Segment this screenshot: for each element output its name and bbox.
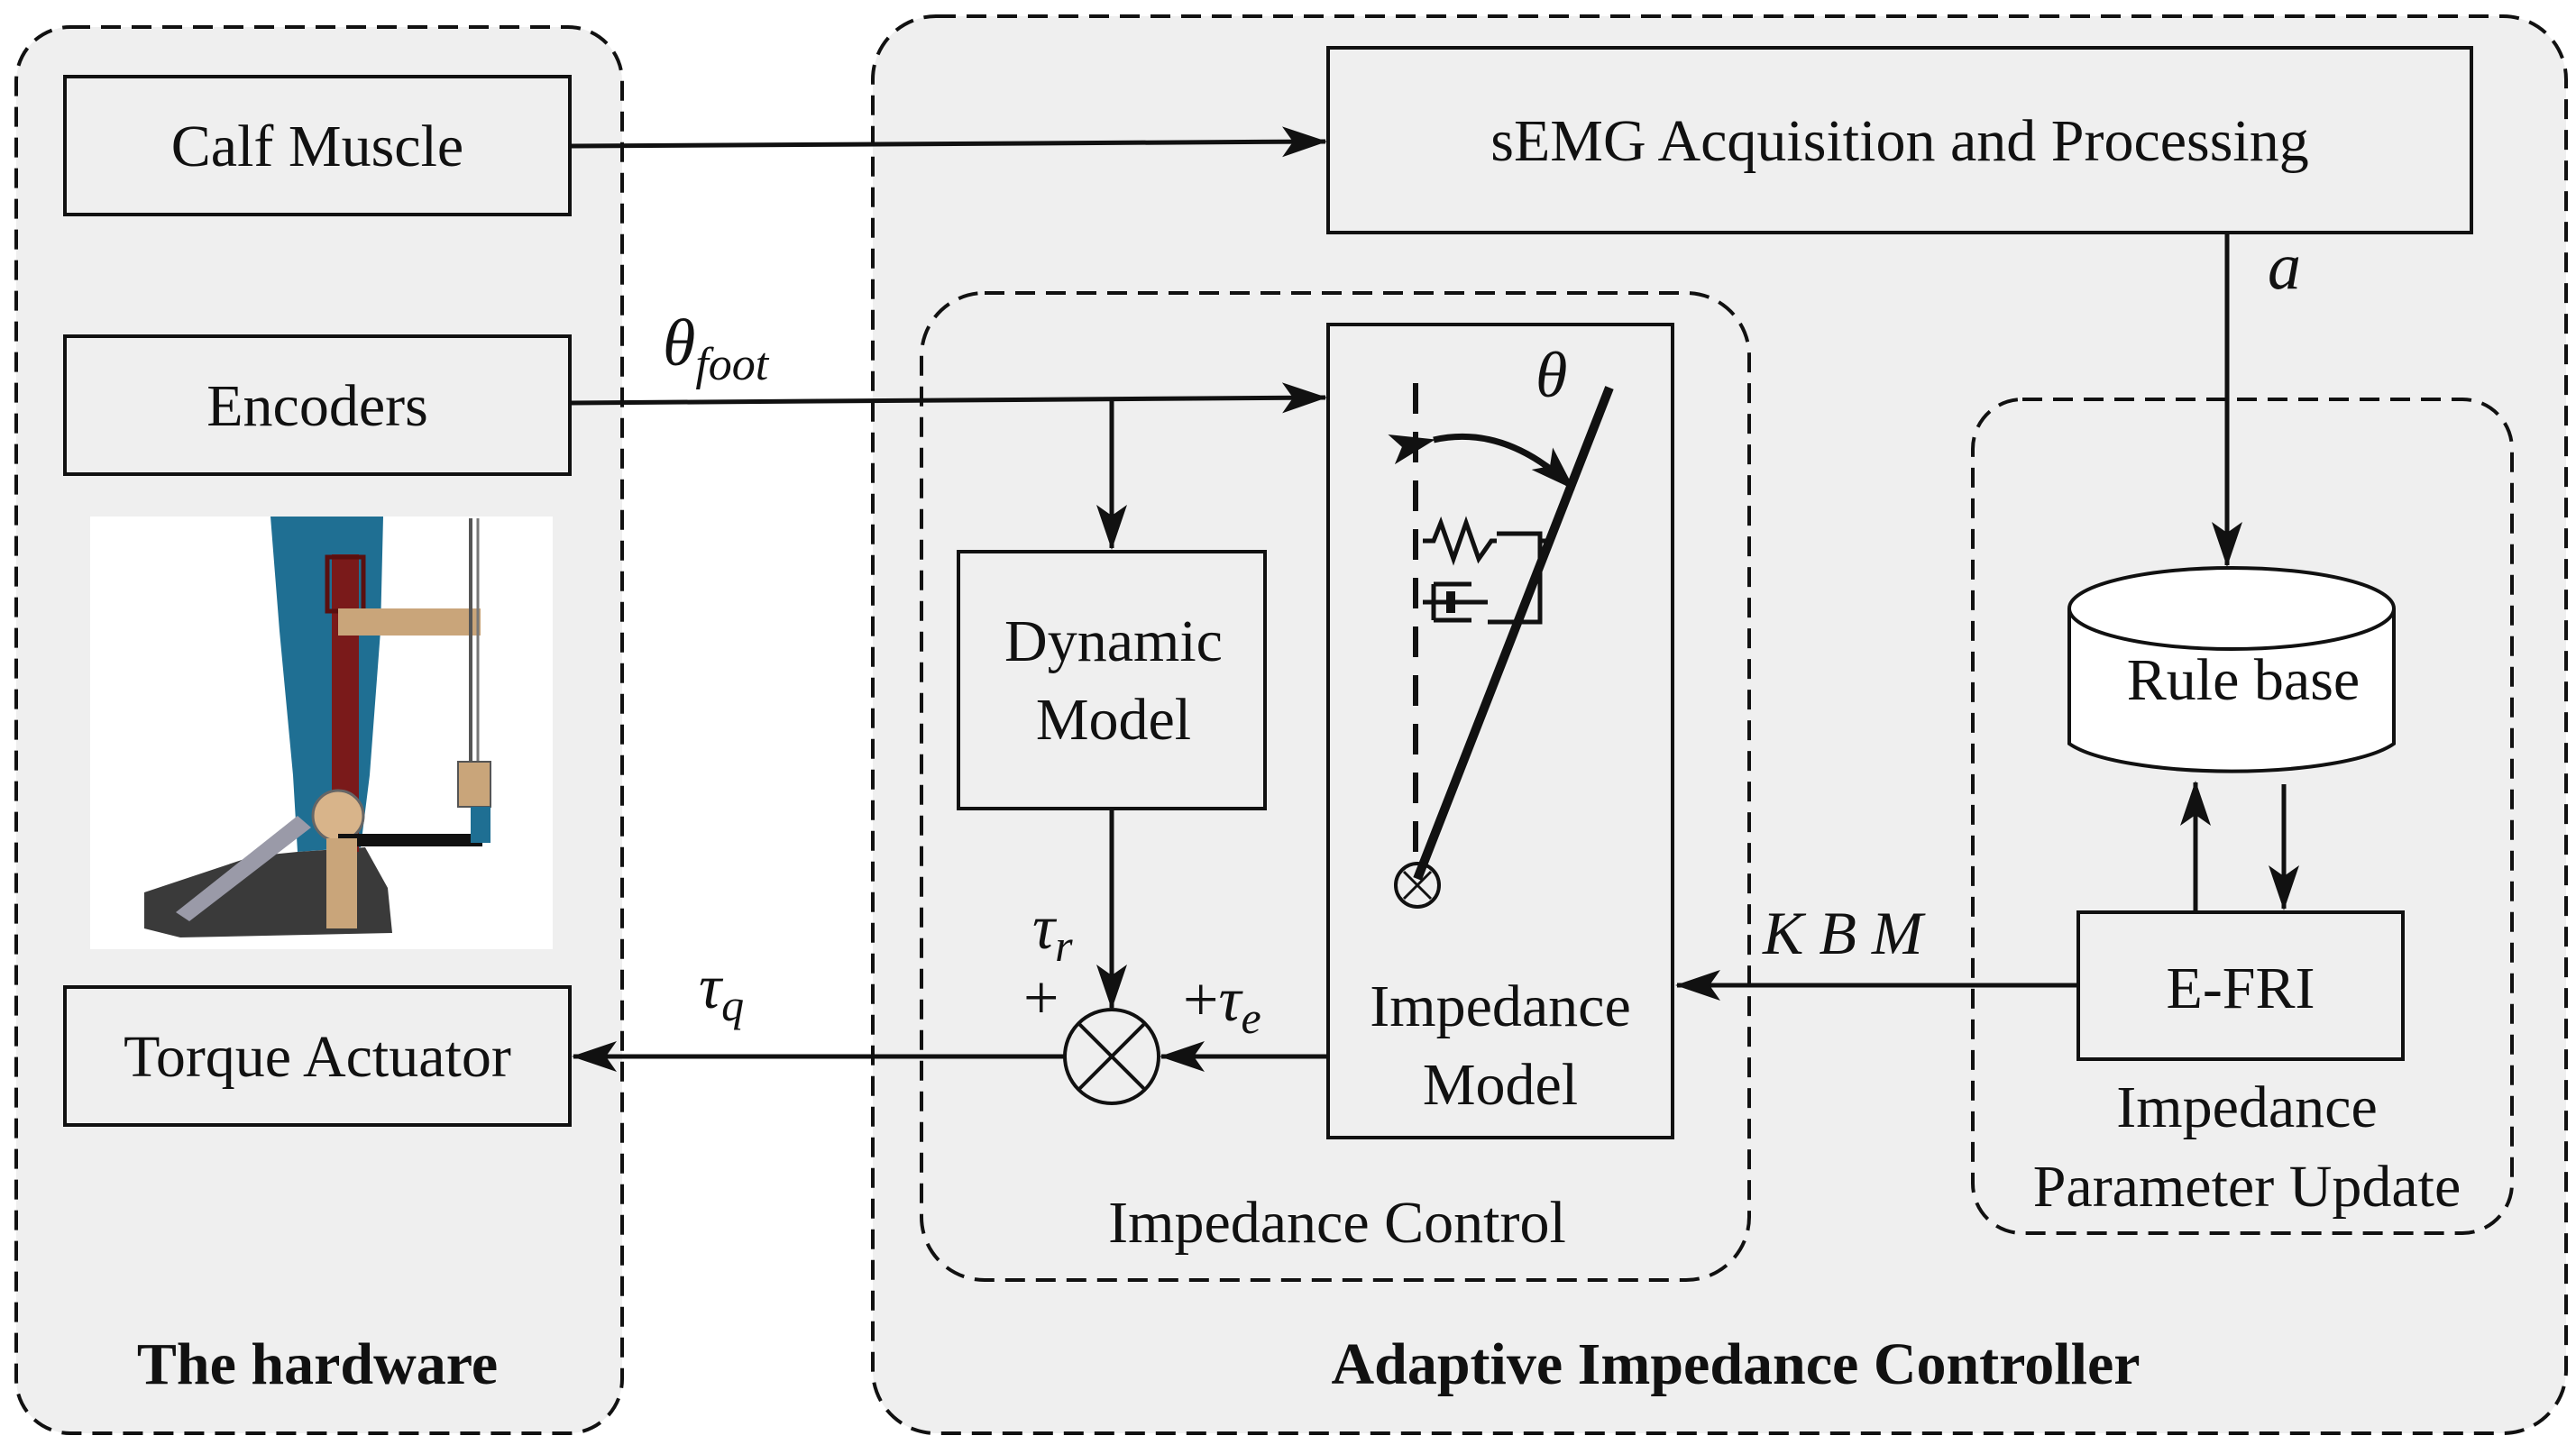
impedance-model-box (1326, 323, 1674, 1139)
rule-base-label: Rule base (2127, 647, 2360, 713)
a-label: a (2268, 230, 2301, 304)
parameter-update-title-1: Impedance (2116, 1074, 2378, 1140)
efri-label: E-FRI (2167, 956, 2315, 1021)
arrow-encoders-to-impedance (569, 382, 1327, 414)
calf-muscle-label: Calf Muscle (171, 114, 463, 179)
theta-foot-label: θfoot (663, 306, 770, 390)
semg-label: sEMG Acquisition and Processing (1490, 108, 2308, 174)
arrow-calf-to-semg (569, 126, 1327, 158)
tau-e-label: +τe (1183, 965, 1261, 1043)
controller-title: Adaptive Impedance Controller (1331, 1331, 2140, 1397)
tau-r-label: τr (1032, 893, 1073, 971)
impedance-control-group (920, 291, 1751, 1282)
tau-q-label: τq (699, 953, 744, 1030)
dynamic-model-label-1: Dynamic (1004, 608, 1223, 674)
impedance-schematic (1388, 383, 1614, 909)
ankle-exoskeleton-illustration (90, 517, 553, 949)
encoders-box (63, 334, 572, 476)
encoders-label: Encoders (206, 373, 428, 439)
hardware-title: The hardware (137, 1331, 498, 1397)
parameter-update-title-2: Parameter Update (2033, 1154, 2461, 1220)
signal-arrows (569, 126, 2299, 1072)
kbm-label: K B M (1762, 899, 1926, 967)
dynamic-model-label-2: Model (1036, 687, 1191, 753)
torque-actuator-label: Torque Actuator (124, 1024, 511, 1090)
rule-base-cylinder (2067, 566, 2396, 773)
impedance-control-title: Impedance Control (1108, 1190, 1566, 1256)
tau-r-sign: + (1023, 964, 1059, 1033)
impedance-model-label-2: Model (1423, 1052, 1578, 1118)
calf-muscle-box (63, 75, 572, 216)
dynamic-model-box (957, 550, 1267, 810)
theta-label: θ (1536, 339, 1567, 411)
impedance-model-label-1: Impedance (1370, 974, 1631, 1039)
efri-box (2076, 910, 2405, 1061)
summing-junction (1063, 1008, 1160, 1105)
torque-actuator-box (63, 985, 572, 1127)
semg-box (1326, 46, 2473, 234)
parameter-update-group (1971, 398, 2514, 1235)
controller-panel (871, 14, 2568, 1435)
